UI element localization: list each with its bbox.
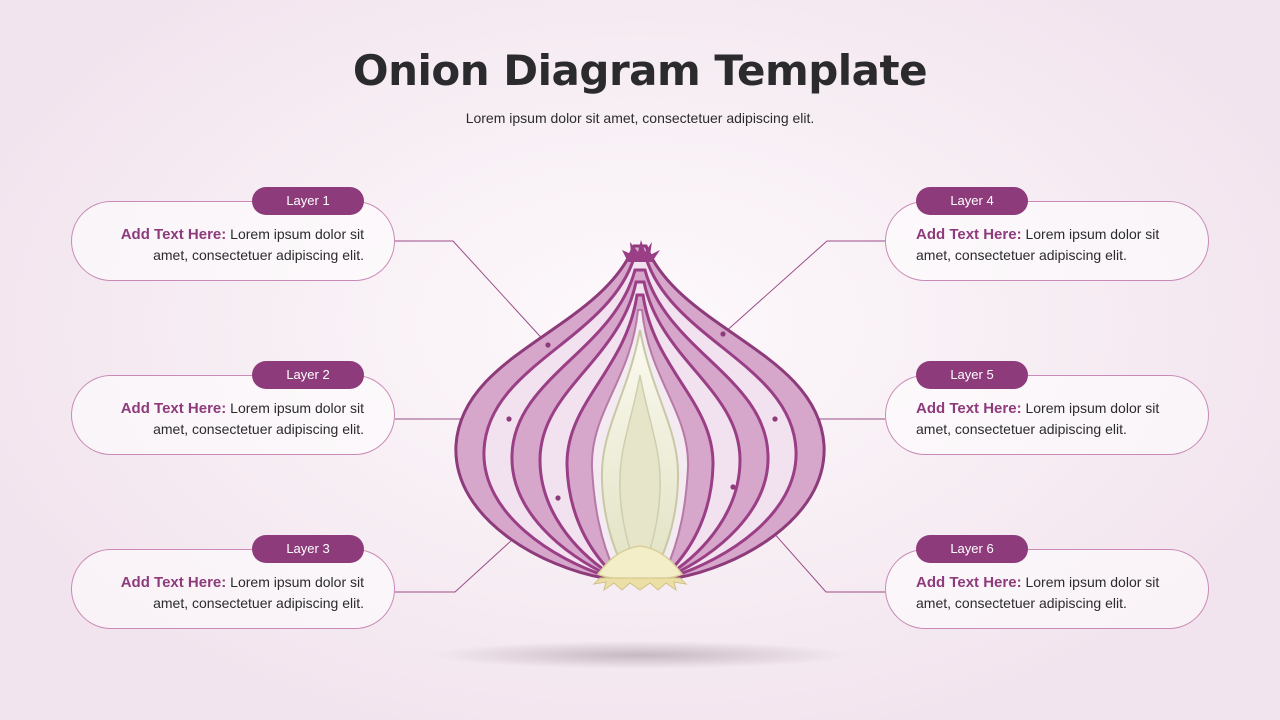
layer-4-lead: Add Text Here:: [916, 226, 1022, 243]
layer-6-label: Layer 6: [916, 535, 1028, 563]
layer-3-lead: Add Text Here:: [120, 574, 227, 591]
layer-6-body: Lorem ipsum dolor sit amet, consectetuer…: [916, 574, 1160, 611]
layer-4-body: Lorem ipsum dolor sit amet, consectetuer…: [916, 226, 1160, 263]
onion-root-fringe: [592, 577, 688, 592]
layer-1-body: Lorem ipsum dolor sit amet, consectetuer…: [153, 226, 364, 263]
layer-2-label: Layer 2: [252, 361, 364, 389]
layer-1-label: Layer 1: [252, 187, 364, 215]
layer-2-lead: Add Text Here:: [120, 400, 227, 417]
connector-dots: [506, 331, 778, 501]
connector-layer-4: [722, 240, 885, 335]
layer-5-lead: Add Text Here:: [916, 400, 1022, 417]
layer-5-text: Add Text Here: Lorem ipsum dolor sit ame…: [916, 398, 1186, 439]
connector-dot-layer-2: [506, 416, 512, 422]
connector-dot-layer-3: [555, 495, 561, 501]
layer-3-text: Add Text Here: Lorem ipsum dolor sit ame…: [104, 572, 364, 613]
page-subtitle: Lorem ipsum dolor sit amet, consectetuer…: [465, 110, 815, 126]
layer-3-card: Layer 3 Add Text Here: Lorem ipsum dolor…: [71, 535, 395, 629]
layer-6-lead: Add Text Here:: [916, 574, 1022, 591]
layer-1-text: Add Text Here: Lorem ipsum dolor sit ame…: [104, 224, 364, 265]
layer-6-card: Layer 6 Add Text Here: Lorem ipsum dolor…: [885, 535, 1209, 629]
layer-1-lead: Add Text Here:: [120, 226, 227, 243]
layer-4-card: Layer 4 Add Text Here: Lorem ipsum dolor…: [885, 187, 1209, 281]
onion-shadow: [430, 641, 850, 669]
connector-dot-layer-6: [730, 484, 736, 490]
layer-5-label: Layer 5: [916, 361, 1028, 389]
layer-2-card: Layer 2 Add Text Here: Lorem ipsum dolor…: [71, 361, 395, 455]
onion-top-sprout: [622, 240, 660, 262]
connector-layer-1: [395, 240, 549, 346]
layer-3-body: Lorem ipsum dolor sit amet, consectetuer…: [153, 574, 364, 611]
layer-2-text: Add Text Here: Lorem ipsum dolor sit ame…: [104, 398, 364, 439]
layer-1-card: Layer 1 Add Text Here: Lorem ipsum dolor…: [71, 187, 395, 281]
page-title: Onion Diagram Template: [352, 46, 928, 95]
layer-5-body: Lorem ipsum dolor sit amet, consectetuer…: [916, 400, 1160, 437]
layer-2-body: Lorem ipsum dolor sit amet, consectetuer…: [153, 400, 364, 437]
layer-5-card: Layer 5 Add Text Here: Lorem ipsum dolor…: [885, 361, 1209, 455]
connector-dot-layer-1: [545, 342, 551, 348]
onion-body: [454, 240, 826, 592]
connector-dot-layer-5: [772, 416, 778, 422]
connector-dot-layer-4: [720, 331, 726, 337]
layer-4-label: Layer 4: [916, 187, 1028, 215]
layer-3-label: Layer 3: [252, 535, 364, 563]
layer-4-text: Add Text Here: Lorem ipsum dolor sit ame…: [916, 224, 1186, 265]
layer-6-text: Add Text Here: Lorem ipsum dolor sit ame…: [916, 572, 1186, 613]
